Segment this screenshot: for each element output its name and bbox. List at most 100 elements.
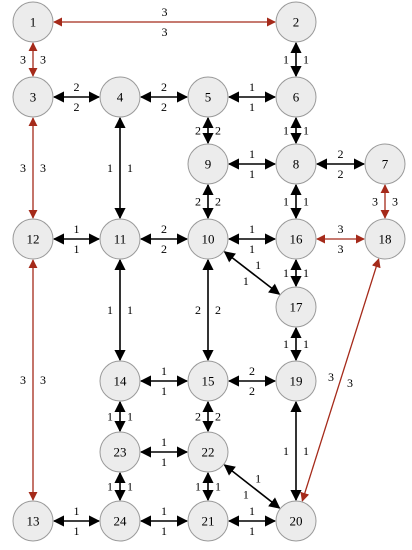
- node-circle: [187, 500, 229, 542]
- edge-weight-label: 3: [162, 5, 168, 19]
- node-label: 22: [202, 445, 215, 460]
- node-circle: [275, 218, 317, 260]
- node-label: 18: [379, 232, 392, 247]
- edge-weight-label: 1: [161, 504, 167, 518]
- node-15: 15: [187, 360, 229, 402]
- node-24: 24: [99, 500, 141, 542]
- edge-weight-label: 1: [249, 222, 255, 236]
- edge-weight-label: 1: [127, 410, 133, 424]
- node-label: 20: [290, 514, 303, 529]
- edge-weight-label: 1: [249, 242, 255, 256]
- edge-weight-label: 2: [215, 303, 221, 317]
- edge-weight-label: 1: [161, 435, 167, 449]
- node-17: 17: [275, 286, 317, 328]
- node-label: 4: [117, 90, 124, 105]
- node-circle: [187, 431, 229, 473]
- edge-weight-label: 2: [215, 195, 221, 209]
- edge-weight-label: 1: [303, 53, 309, 67]
- edge-22-20: [223, 464, 281, 509]
- edge-weight-label: 1: [303, 444, 309, 458]
- edge-weight-label: 1: [107, 161, 113, 175]
- node-label: 10: [202, 232, 215, 247]
- edge-weight-label: 3: [392, 195, 398, 209]
- node-label: 13: [27, 514, 40, 529]
- edge-weight-label: 1: [127, 480, 133, 494]
- edge-weight-label: 1: [161, 455, 167, 469]
- edge-weight-label: 1: [255, 472, 261, 486]
- edge-weight-label: 1: [161, 524, 167, 538]
- node-8: 8: [275, 143, 317, 185]
- node-label: 15: [202, 374, 215, 389]
- node-label: 1: [30, 15, 37, 30]
- edge-weight-label: 3: [20, 53, 26, 67]
- node-label: 5: [205, 90, 212, 105]
- edge-weight-label: 1: [255, 258, 261, 272]
- edge-weight-label: 1: [74, 222, 80, 236]
- edge-weight-label: 3: [338, 222, 344, 236]
- node-12: 12: [12, 218, 54, 260]
- node-23: 23: [99, 431, 141, 473]
- node-14: 14: [99, 360, 141, 402]
- edge-weight-label: 1: [243, 487, 249, 501]
- edge-weight-label: 1: [303, 266, 309, 280]
- node-circle: [364, 218, 406, 260]
- edge-weight-label: 2: [74, 80, 80, 94]
- node-10: 10: [187, 218, 229, 260]
- edge-weight-label: 3: [40, 373, 46, 387]
- node-circle: [187, 360, 229, 402]
- node-1: 1: [12, 1, 54, 43]
- edge-weight-label: 1: [303, 124, 309, 138]
- node-circle: [187, 143, 229, 185]
- edge-weight-label: 3: [20, 161, 26, 175]
- node-circle: [364, 143, 406, 185]
- edge-18-20: [300, 258, 381, 502]
- node-circle: [12, 1, 54, 43]
- node-16: 16: [275, 218, 317, 260]
- node-label: 8: [293, 157, 300, 172]
- node-13: 13: [12, 500, 54, 542]
- edge-weight-label: 2: [195, 303, 201, 317]
- node-circle: [275, 360, 317, 402]
- edge-weight-label: 1: [161, 364, 167, 378]
- node-label: 9: [205, 157, 212, 172]
- node-9: 9: [187, 143, 229, 185]
- node-2: 2: [275, 1, 317, 43]
- node-label: 7: [382, 157, 389, 172]
- edge-weight-label: 3: [328, 370, 334, 384]
- edge-weight-label: 1: [249, 147, 255, 161]
- edge-weight-label: 2: [161, 242, 167, 256]
- node-circle: [99, 360, 141, 402]
- edge-weight-label: 1: [215, 480, 221, 494]
- node-7: 7: [364, 143, 406, 185]
- edge-weight-label: 1: [249, 100, 255, 114]
- edge-weight-label: 1: [161, 384, 167, 398]
- node-label: 14: [114, 374, 128, 389]
- edge-weight-label: 2: [338, 167, 344, 181]
- node-label: 6: [293, 90, 300, 105]
- node-circle: [275, 286, 317, 328]
- edge-weight-label: 3: [40, 53, 46, 67]
- edge-weight-label: 1: [243, 274, 249, 288]
- edges-layer: [28, 17, 390, 527]
- edge-weight-label: 1: [74, 504, 80, 518]
- edge-weight-label: 1: [195, 480, 201, 494]
- edge-weight-label: 2: [215, 124, 221, 138]
- edge-weight-label: 1: [283, 124, 289, 138]
- edge-weight-label: 2: [338, 147, 344, 161]
- edge-weight-label: 1: [303, 337, 309, 351]
- node-circle: [187, 76, 229, 118]
- node-label: 3: [30, 90, 37, 105]
- node-circle: [275, 500, 317, 542]
- edge-weight-label: 3: [347, 376, 353, 390]
- node-circle: [275, 1, 317, 43]
- node-circle: [275, 76, 317, 118]
- edge-10-17: [223, 251, 281, 295]
- node-label: 12: [27, 232, 40, 247]
- edge-weight-label: 3: [40, 161, 46, 175]
- node-label: 16: [290, 232, 304, 247]
- node-circle: [12, 500, 54, 542]
- edge-weight-label: 1: [283, 53, 289, 67]
- node-20: 20: [275, 500, 317, 542]
- node-circle: [99, 218, 141, 260]
